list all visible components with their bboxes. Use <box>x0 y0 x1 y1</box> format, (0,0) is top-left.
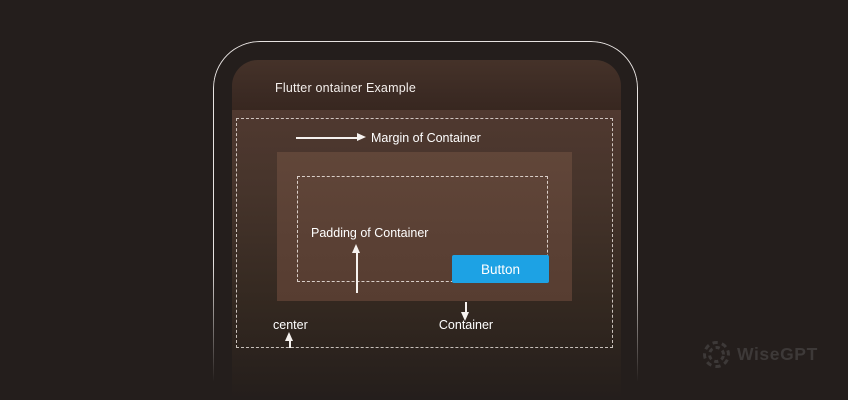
container-label: Container <box>438 318 494 332</box>
padding-arrow-up-icon <box>352 244 360 253</box>
margin-arrow-right-icon <box>357 133 366 141</box>
wisegpt-logo-icon <box>703 341 730 368</box>
flutter-button[interactable]: Button <box>452 255 549 283</box>
device-frame-outline <box>213 41 638 400</box>
margin-label: Margin of Container <box>371 131 481 145</box>
padding-label: Padding of Container <box>311 226 429 240</box>
watermark: WiseGPT <box>701 339 818 370</box>
center-arrow-stem <box>289 340 291 348</box>
watermark-brand-text: WiseGPT <box>737 344 818 364</box>
center-arrow-up-icon <box>285 332 293 341</box>
margin-region <box>236 118 613 348</box>
app-bar-title: Flutter ontainer Example <box>275 81 416 95</box>
container-arrow-down-icon <box>461 312 469 321</box>
padding-arrow-stem <box>356 252 358 293</box>
app-bar <box>232 60 621 110</box>
margin-arrow-stem <box>296 137 358 139</box>
center-label: center <box>273 318 308 332</box>
container-arrow-stem <box>465 302 467 313</box>
padding-region <box>297 176 548 282</box>
